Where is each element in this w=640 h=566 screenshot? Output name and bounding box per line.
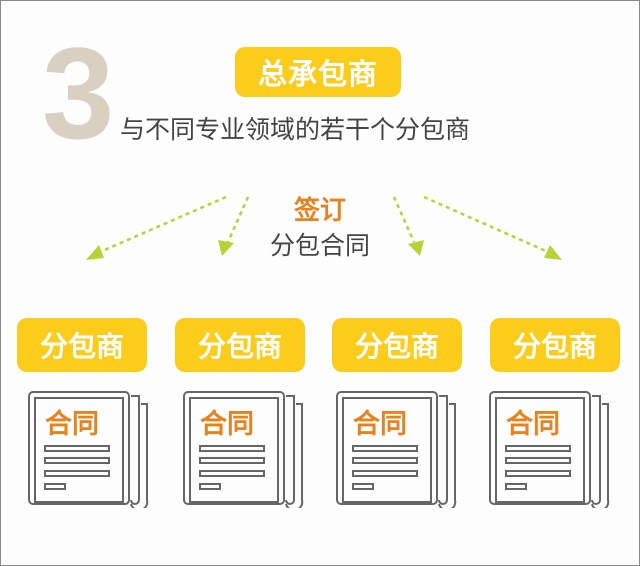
subcontractor-box-3: 分包商 <box>332 318 462 372</box>
contract-type-label: 分包合同 <box>269 231 370 260</box>
arrow-1 <box>99 195 227 254</box>
arrowhead-2 <box>218 240 234 256</box>
arrowhead-4 <box>544 245 562 260</box>
subtitle: 与不同专业领域的若干个分包商 <box>120 115 471 144</box>
document-icon <box>336 391 457 508</box>
subcontractor-box-4: 分包商 <box>490 318 620 372</box>
subcontractor-box-2: 分包商 <box>175 318 305 372</box>
contract-title: 合同 <box>353 409 407 440</box>
arrow-2 <box>226 196 250 243</box>
contract-document-3: 合同 <box>335 390 460 508</box>
subcontractor-box-1: 分包商 <box>17 318 147 372</box>
arrow-3 <box>392 196 416 243</box>
contract-title: 合同 <box>45 409 99 440</box>
arrow-4 <box>423 195 549 254</box>
contract-document-2: 合同 <box>182 390 307 508</box>
contract-document-4: 合同 <box>488 390 613 508</box>
document-icon <box>28 391 149 508</box>
contract-document-1: 合同 <box>27 390 152 508</box>
main-contractor-box: 总承包商 <box>235 47 401 97</box>
document-icon <box>183 391 304 508</box>
contract-title: 合同 <box>200 409 254 440</box>
step-number: 3 <box>42 20 115 166</box>
arrowhead-1 <box>86 245 104 260</box>
contract-title: 合同 <box>506 409 560 440</box>
arrowhead-3 <box>408 240 424 256</box>
document-icon <box>489 391 610 508</box>
sign-label: 签订 <box>293 196 346 226</box>
